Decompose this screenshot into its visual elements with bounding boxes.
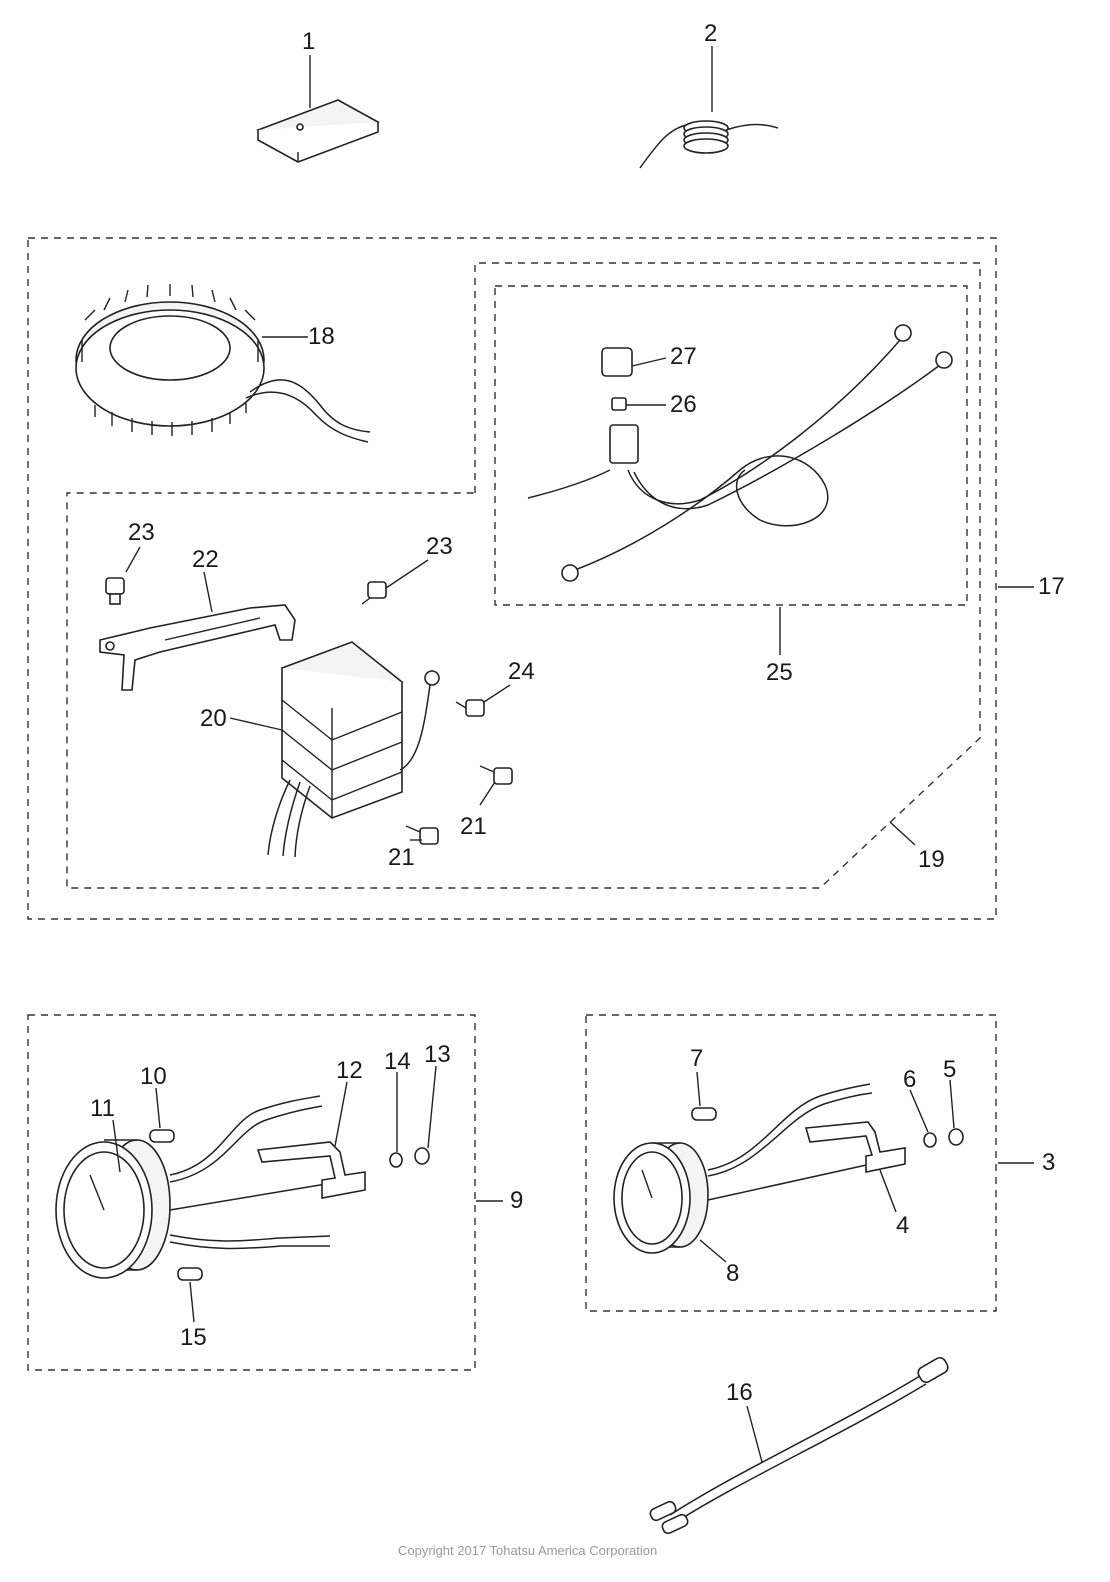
part-8-gauge	[613, 1083, 881, 1254]
callout-21a: 21	[388, 844, 415, 871]
part-2-spring	[639, 120, 779, 169]
copyright-text: Copyright 2017 Tohatsu America Corporati…	[398, 1543, 658, 1558]
group-box-19	[494, 285, 968, 606]
callout-24: 24	[508, 658, 535, 685]
callout-9: 9	[510, 1187, 524, 1214]
leader-lines	[112, 46, 1034, 1463]
callout-7: 7	[690, 1045, 704, 1072]
callout-14: 14	[384, 1048, 411, 1075]
group-box-17	[27, 237, 997, 920]
callout-21b: 21	[460, 813, 487, 840]
callout-22: 22	[192, 546, 219, 573]
callout-17: 17	[1038, 573, 1065, 600]
part-11-gauge	[55, 1095, 351, 1279]
callout-11: 11	[90, 1095, 115, 1122]
parts-14-13-washers	[389, 1147, 430, 1168]
callout-26: 26	[670, 391, 697, 418]
callout-8: 8	[726, 1260, 740, 1287]
callout-20: 20	[200, 705, 227, 732]
callout-18: 18	[308, 323, 335, 350]
callout-13: 13	[424, 1041, 451, 1068]
group-box-9	[27, 1014, 476, 1371]
callout-27: 27	[670, 343, 697, 370]
part-16-cable	[649, 1356, 949, 1535]
callout-4: 4	[896, 1212, 910, 1239]
part-18-stator	[75, 284, 371, 443]
part-22-bracket	[99, 604, 296, 691]
part-7-bulb	[691, 1107, 717, 1121]
group-box-25	[66, 262, 981, 889]
part-4-bracket	[804, 1121, 906, 1173]
bolts	[105, 577, 513, 845]
part-1-pad	[256, 99, 380, 163]
callout-5: 5	[943, 1056, 957, 1083]
part-12-bracket	[256, 1141, 366, 1199]
callout-6: 6	[903, 1066, 917, 1093]
parts-10-15-bulbs	[149, 1129, 203, 1281]
parts-6-5-washers	[923, 1128, 964, 1148]
callout-16: 16	[726, 1379, 753, 1406]
callout-25: 25	[766, 659, 793, 686]
group-box-3	[585, 1014, 997, 1312]
callout-10: 10	[140, 1063, 167, 1090]
callout-3: 3	[1042, 1149, 1056, 1176]
callout-2: 2	[704, 20, 718, 47]
part-20-rectifier	[267, 641, 440, 858]
callout-23a: 23	[128, 519, 155, 546]
callout-15: 15	[180, 1324, 207, 1351]
part-25-harness	[527, 324, 953, 582]
group-boxes	[27, 237, 997, 1371]
callout-23b: 23	[426, 533, 453, 560]
callout-19: 19	[918, 846, 945, 873]
callout-12: 12	[336, 1057, 363, 1084]
callout-1: 1	[302, 28, 316, 55]
